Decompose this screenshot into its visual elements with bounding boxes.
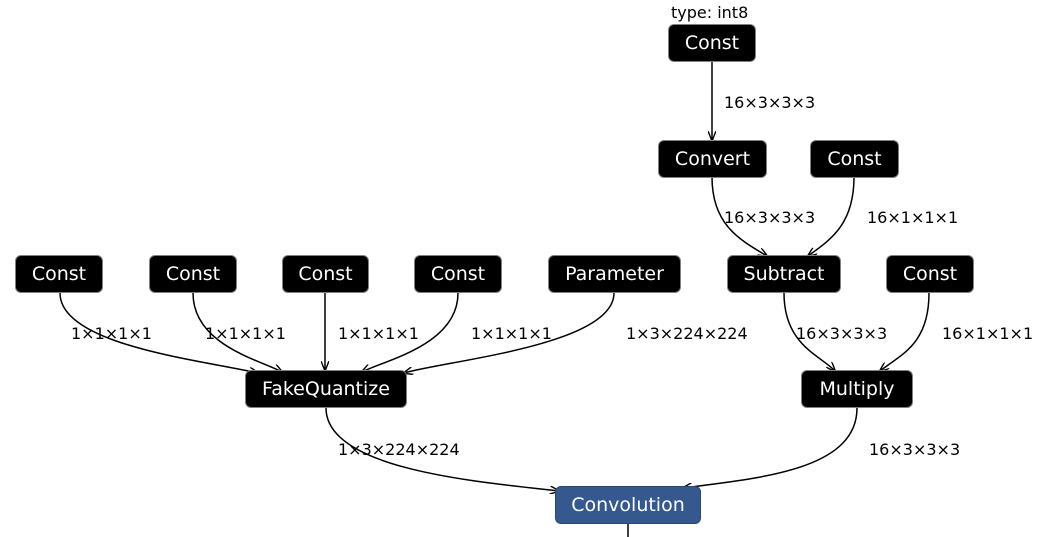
edge-convert-to-subtract xyxy=(711,176,767,256)
edge-c4-to-fq xyxy=(362,292,459,372)
edge-subtract-to-multiply xyxy=(783,292,835,371)
edge-fq-to-conv xyxy=(325,407,559,491)
node-const-mul[interactable]: Const xyxy=(886,255,974,293)
edge-label-const-to-multiply: 16×1×1×1 xyxy=(942,324,1034,343)
edge-label-c2-to-fq: 1×1×1×1 xyxy=(205,324,286,343)
edge-label-param-to-fq: 1×3×224×224 xyxy=(626,324,748,343)
node-fakequantize[interactable]: FakeQuantize xyxy=(245,370,407,408)
node-convolution[interactable]: Convolution xyxy=(555,486,701,524)
edge-param-to-fq xyxy=(404,292,615,373)
edge-label-const-to-subtract: 16×1×1×1 xyxy=(867,208,959,227)
node-const-fq-3[interactable]: Const xyxy=(282,255,369,293)
node-multiply[interactable]: Multiply xyxy=(801,370,913,408)
edge-label-c3-to-fq: 1×1×1×1 xyxy=(338,324,419,343)
node-const-fq-2[interactable]: Const xyxy=(149,255,237,293)
edge-label-multiply-to-conv: 16×3×3×3 xyxy=(869,440,961,459)
node-convert[interactable]: Convert xyxy=(658,140,767,178)
edge-label-c4-to-fq: 1×1×1×1 xyxy=(471,324,552,343)
edge-label-c1-to-fq: 1×1×1×1 xyxy=(71,324,152,343)
edge-label-const-to-convert: 16×3×3×3 xyxy=(724,93,816,112)
type-annotation: type: int8 xyxy=(671,3,749,22)
node-parameter[interactable]: Parameter xyxy=(548,255,681,293)
node-const-int8[interactable]: Const xyxy=(668,24,756,62)
edge-c2-to-fq xyxy=(192,292,282,372)
node-const-fq-1[interactable]: Const xyxy=(15,255,103,293)
node-const-fq-4[interactable]: Const xyxy=(414,255,502,293)
edge-c1-to-fq xyxy=(59,292,258,373)
edge-multiply-to-conv xyxy=(683,407,858,488)
node-const-sub[interactable]: Const xyxy=(810,140,899,178)
edge-label-subtract-to-multiply: 16×3×3×3 xyxy=(796,324,888,343)
node-subtract[interactable]: Subtract xyxy=(727,255,841,293)
edge-const-to-subtract xyxy=(808,176,855,256)
edge-const-to-multiply xyxy=(880,292,930,371)
edge-label-convert-to-subtract: 16×3×3×3 xyxy=(724,208,816,227)
edge-label-fq-to-conv: 1×3×224×224 xyxy=(338,440,460,459)
